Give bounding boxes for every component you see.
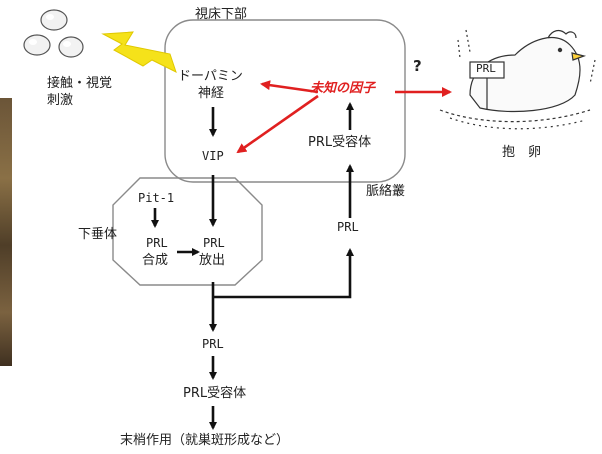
prl-synthesis-line1: PRL — [146, 236, 168, 250]
pituitary-box — [112, 177, 263, 286]
arrows-black — [151, 102, 354, 430]
incubation-label: 抱 卵 — [502, 145, 542, 160]
pit1-label: Pit-1 — [138, 191, 175, 205]
unknown-factor-label: 未知の因子 — [310, 81, 376, 96]
arrow-branch-to-brain — [213, 248, 354, 299]
dopamine-label-line1: ドーパミン — [178, 69, 243, 84]
prl-receptor-hypothalamus: PRL受容体 — [308, 135, 372, 150]
lightning-icon — [101, 31, 177, 73]
peripheral-action-label: 末梢作用（就巣斑形成など） — [120, 433, 290, 448]
prl-release-line1: PRL — [203, 236, 225, 250]
prl-receptor-peripheral: PRL受容体 — [183, 386, 247, 401]
question-mark: ? — [413, 57, 422, 75]
choroid-plexus-label: 脈絡叢 — [366, 184, 406, 199]
eggs-icon — [23, 9, 84, 58]
hypothalamus-box — [164, 19, 406, 183]
arrows-red — [236, 80, 452, 154]
prl-to-brain-label: PRL — [337, 220, 359, 234]
vip-label: VIP — [202, 149, 224, 163]
stimulus-label-line2: 刺激 — [47, 93, 74, 108]
photo-edge — [0, 98, 12, 366]
hypothalamus-label: 視床下部 — [195, 7, 248, 22]
brooding-hen-icon — [439, 29, 596, 130]
sign-text: PRL — [476, 62, 496, 75]
arrow-factor-to-dopamine — [260, 80, 319, 94]
pituitary-label: 下垂体 — [78, 227, 118, 242]
prl-circulating-label: PRL — [202, 337, 224, 351]
dopamine-label-line2: 神経 — [198, 86, 225, 101]
arrow-factor-to-vip — [236, 94, 319, 154]
prl-release-line2: 放出 — [199, 253, 226, 268]
prl-synthesis-line2: 合成 — [142, 253, 169, 268]
stimulus-label-line1: 接触・視覚 — [47, 76, 113, 91]
